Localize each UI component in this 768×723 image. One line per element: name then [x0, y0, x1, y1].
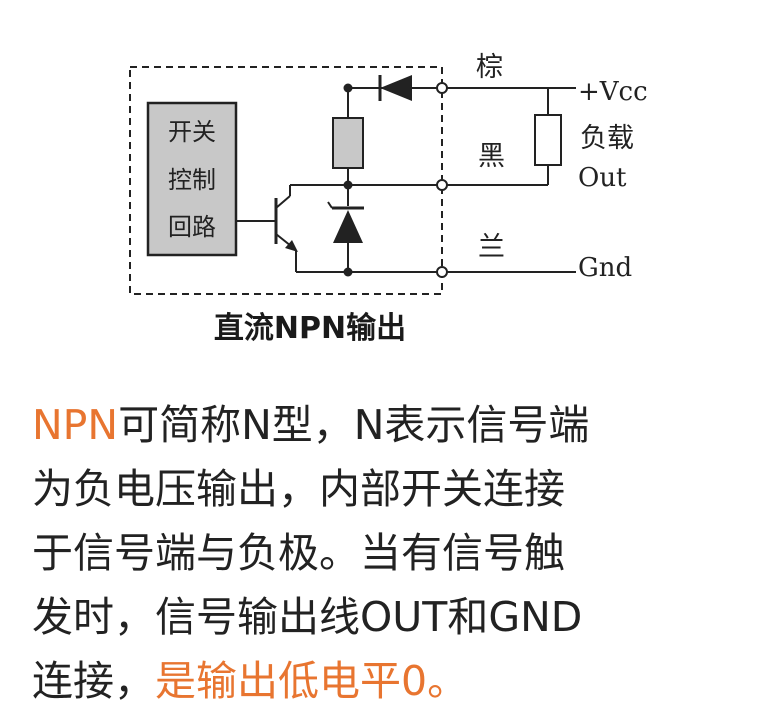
terminal-label-out: Out [578, 163, 627, 193]
control-box-line-1: 开关 [168, 118, 216, 146]
description-text-span: 连接， [32, 657, 155, 705]
polarity-diode-arrow [380, 75, 412, 101]
npn-circuit-diagram: 开关 控制 回路 棕 黑 兰 +Vcc 负载 Out Gnd [129, 52, 648, 295]
terminal-label-vcc: +Vcc [578, 77, 648, 107]
terminal-label-gnd: Gnd [578, 253, 632, 283]
junction-dot [343, 267, 353, 277]
accent-text: 是输出低电平0。 [155, 657, 469, 705]
description-text: NPN可简称N型，N表示信号端 为负电压输出，内部开关连接 于信号端与负极。当有… [32, 393, 752, 713]
accent-text: NPN [32, 401, 119, 449]
terminal-brown [436, 82, 448, 94]
description-line-3: 于信号端与负极。当有信号触 [32, 529, 565, 577]
internal-resistor [332, 117, 364, 169]
description-line-5: 连接，是输出低电平0。 [32, 649, 752, 713]
transistor-collector [275, 195, 291, 209]
wire-label-blue: 兰 [478, 232, 505, 263]
diagram-caption: 直流NPN输出 [213, 311, 407, 346]
terminal-blue [436, 266, 448, 278]
control-box-line-2: 控制 [168, 166, 216, 194]
control-box-line-3: 回路 [168, 213, 216, 241]
description-line-2: 为负电压输出，内部开关连接 [32, 465, 565, 513]
terminal-label-load: 负载 [580, 123, 634, 154]
description-line-1: NPN可简称N型，N表示信号端 [32, 393, 752, 457]
zener-diode-triangle [333, 210, 363, 243]
zener-diode-bar-tip [327, 201, 333, 209]
terminal-black [436, 179, 448, 191]
transistor-emitter-arrow [285, 240, 298, 252]
junction-dot [343, 180, 353, 190]
description-text-span: 可简称N型，N表示信号端 [118, 401, 590, 449]
external-load [534, 114, 562, 166]
wire-label-brown: 棕 [476, 52, 503, 83]
switch-control-box [146, 101, 238, 257]
wire-label-black: 黑 [478, 141, 505, 172]
junction-dot [343, 83, 353, 93]
description-line-4: 发时，信号输出线OUT和GND [32, 593, 583, 641]
